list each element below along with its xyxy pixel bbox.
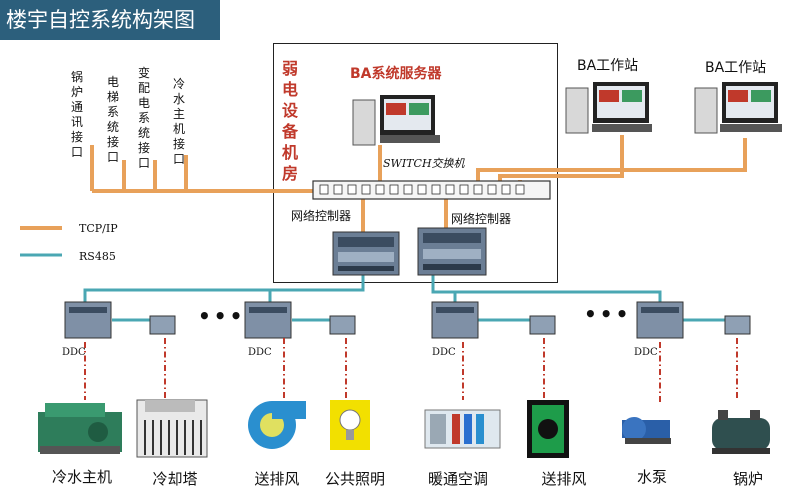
io-modules — [149, 315, 751, 335]
network-controller-1 — [332, 231, 400, 276]
fan-icon-1 — [248, 401, 306, 449]
interface-label-elevator: 电梯系统接口 — [107, 75, 120, 164]
legend-rs485-label: RS485 — [79, 250, 116, 263]
equipment-label-chiller: 冷水主机 — [51, 468, 112, 486]
equipment-room-label: 弱电设备机房 — [282, 59, 299, 183]
equipment-room-box — [273, 43, 558, 283]
ddc-details — [69, 307, 679, 313]
hvac-icon — [424, 409, 501, 449]
interface-label-chiller: 冷水主机接口 — [173, 77, 186, 166]
ddc-label-3: DDC — [432, 347, 456, 358]
switch-label: SWITCH交换机 — [383, 157, 465, 170]
server-computer — [352, 95, 440, 146]
page-title: 楼宇自控系统构架图 — [0, 0, 220, 40]
network-switch — [312, 180, 551, 200]
workstation-computer-2 — [694, 82, 782, 134]
pump-icon — [622, 417, 671, 444]
legend-tcp-label: TCP/IP — [79, 222, 118, 235]
network-controller-2 — [417, 227, 487, 276]
network-controller-label-2: 网络控制器 — [451, 212, 512, 226]
boiler-icon — [712, 410, 770, 454]
interface-label-boiler: 锅炉通讯接口 — [71, 70, 84, 159]
server-label: BA系统服务器 — [350, 66, 442, 82]
ellipsis-1: ••• — [198, 304, 246, 328]
rs485-lines — [20, 253, 725, 322]
ellipsis-2: ••• — [584, 302, 632, 326]
interface-label-power: 变配电系统接口 — [138, 66, 151, 170]
equipment-label-pump: 水泵 — [636, 468, 667, 486]
lighting-icon — [330, 400, 370, 450]
workstation-label-2: BA工作站 — [705, 60, 767, 76]
workstation-computer-1 — [565, 82, 652, 134]
chiller-icon — [38, 403, 122, 454]
equipment-label-boiler: 锅炉 — [732, 470, 763, 488]
equipment-label-lighting: 公共照明 — [324, 470, 385, 488]
cooling-tower-icon — [136, 399, 208, 458]
ddc-label-2: DDC — [248, 347, 272, 358]
equipment-label-ventilation-2: 送排风 — [541, 470, 587, 488]
network-controller-label-1: 网络控制器 — [291, 209, 352, 223]
equipment-label-ventilation-1: 送排风 — [254, 470, 300, 488]
field-wiring-lines — [84, 338, 738, 405]
ddc-label-1: DDC — [62, 347, 86, 358]
equipment-label-hvac: 暖通空调 — [427, 470, 488, 488]
fan-icon-2 — [527, 400, 569, 458]
equipment-label-cooling-tower: 冷却塔 — [152, 470, 198, 488]
workstation-label-1: BA工作站 — [577, 58, 639, 74]
ddc-label-4: DDC — [634, 347, 658, 358]
